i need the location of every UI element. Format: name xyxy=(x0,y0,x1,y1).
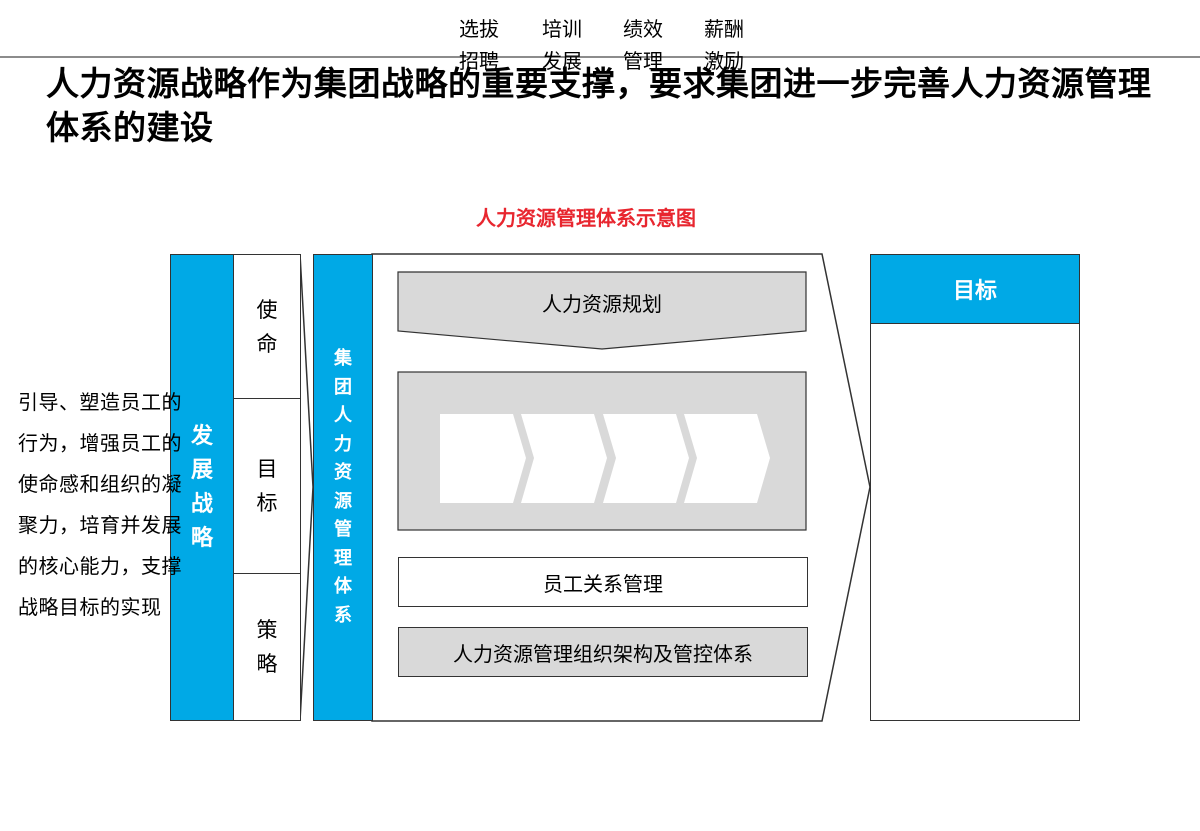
stage-selection-line1: 选拔 xyxy=(459,16,499,41)
stage-compensation-line2: 激励 xyxy=(704,48,744,73)
goal-header: 目标 xyxy=(870,254,1080,324)
development-strategy-label: 发展战略 xyxy=(191,423,214,551)
stage-compensation: 薪酬 激励 xyxy=(689,0,759,89)
segment-goal: 目标 xyxy=(233,398,301,574)
stage-chevron-4 xyxy=(684,414,770,503)
page-title: 人力资源战略作为集团战略的重要支撑，要求集团进一步完善人力资源管理体系的建设 xyxy=(46,64,1152,147)
stage-chevron-3 xyxy=(603,414,689,503)
stage-selection: 选拔 招聘 xyxy=(440,0,518,89)
segment-mission-label: 使命 xyxy=(256,297,278,356)
stage-training-line2: 发展 xyxy=(542,48,582,73)
stage-performance-line2: 管理 xyxy=(623,48,663,73)
diagram-caption: 人力资源管理体系示意图 xyxy=(476,206,696,230)
goal-header-label: 目标 xyxy=(952,279,997,304)
stage-selection-line2: 招聘 xyxy=(459,48,499,73)
planning-banner: 人力资源规划 xyxy=(398,272,806,332)
top-divider xyxy=(0,56,1200,58)
hr-system-label: 集团人力资源管理体系 xyxy=(334,348,352,626)
stage-chevron-1 xyxy=(440,414,526,503)
stage-performance-line1: 绩效 xyxy=(623,16,663,41)
segment-goal-label: 目标 xyxy=(256,457,278,515)
employee-relations-label: 员工关系管理 xyxy=(543,571,663,596)
stage-compensation-line1: 薪酬 xyxy=(704,16,744,41)
goal-description: 引导、塑造员工的行为，增强员工的使命感和组织的凝聚力，培育并发展的核心能力，支撑… xyxy=(18,390,182,619)
org-control-box: 人力资源管理组织架构及管控体系 xyxy=(398,627,808,677)
hr-system-column: 集团人力资源管理体系 xyxy=(313,254,373,721)
goal-body xyxy=(870,323,1080,721)
segment-strategy: 策略 xyxy=(233,573,301,721)
segment-mission: 使命 xyxy=(233,254,301,399)
planning-banner-shape xyxy=(397,271,807,350)
planning-label: 人力资源规划 xyxy=(542,291,662,316)
employee-relations-box: 员工关系管理 xyxy=(398,557,808,607)
org-control-label: 人力资源管理组织架构及管控体系 xyxy=(453,641,753,666)
segment-strategy-label: 策略 xyxy=(256,618,278,676)
stage-training-line1: 培训 xyxy=(542,16,582,41)
development-arrow-outline xyxy=(299,253,314,722)
stage-performance: 绩效 管理 xyxy=(608,0,678,89)
stage-training: 培训 发展 xyxy=(527,0,597,89)
stage-chevron-2 xyxy=(521,414,607,503)
